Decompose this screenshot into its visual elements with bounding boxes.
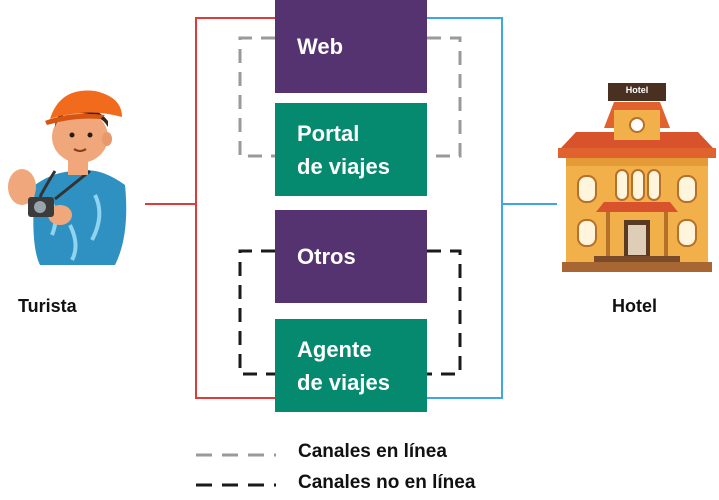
hotel-label: Hotel bbox=[612, 296, 657, 316]
channel-label: Portal bbox=[297, 120, 360, 146]
tourist-connector bbox=[145, 17, 275, 399]
channel-box-web: Web bbox=[275, 0, 427, 93]
hotel-icon bbox=[558, 83, 716, 272]
channel-label-second-line: de viajes bbox=[297, 369, 390, 395]
online-channels-group bbox=[238, 36, 462, 158]
channel-label: Otros bbox=[297, 244, 356, 269]
hotel-connector bbox=[427, 17, 557, 399]
offline-channels-group bbox=[238, 249, 462, 376]
tourist-icon bbox=[8, 90, 127, 265]
tourist-label: Turista bbox=[18, 296, 77, 316]
hotel-sign-text: Hotel bbox=[625, 85, 649, 95]
channel-label-second-line: de viajes bbox=[297, 153, 390, 179]
channel-box-travel-portal: Portal de viajes bbox=[275, 103, 427, 196]
legend-online-label: Canales en línea bbox=[298, 441, 447, 462]
channel-label: Web bbox=[297, 34, 344, 59]
channel-box-others: Otros bbox=[275, 210, 427, 303]
legend-offline-label: Canales no en línea bbox=[298, 472, 476, 493]
channel-label: Agente bbox=[297, 336, 372, 362]
channel-box-travel-agent: Agente de viajes bbox=[275, 319, 427, 412]
